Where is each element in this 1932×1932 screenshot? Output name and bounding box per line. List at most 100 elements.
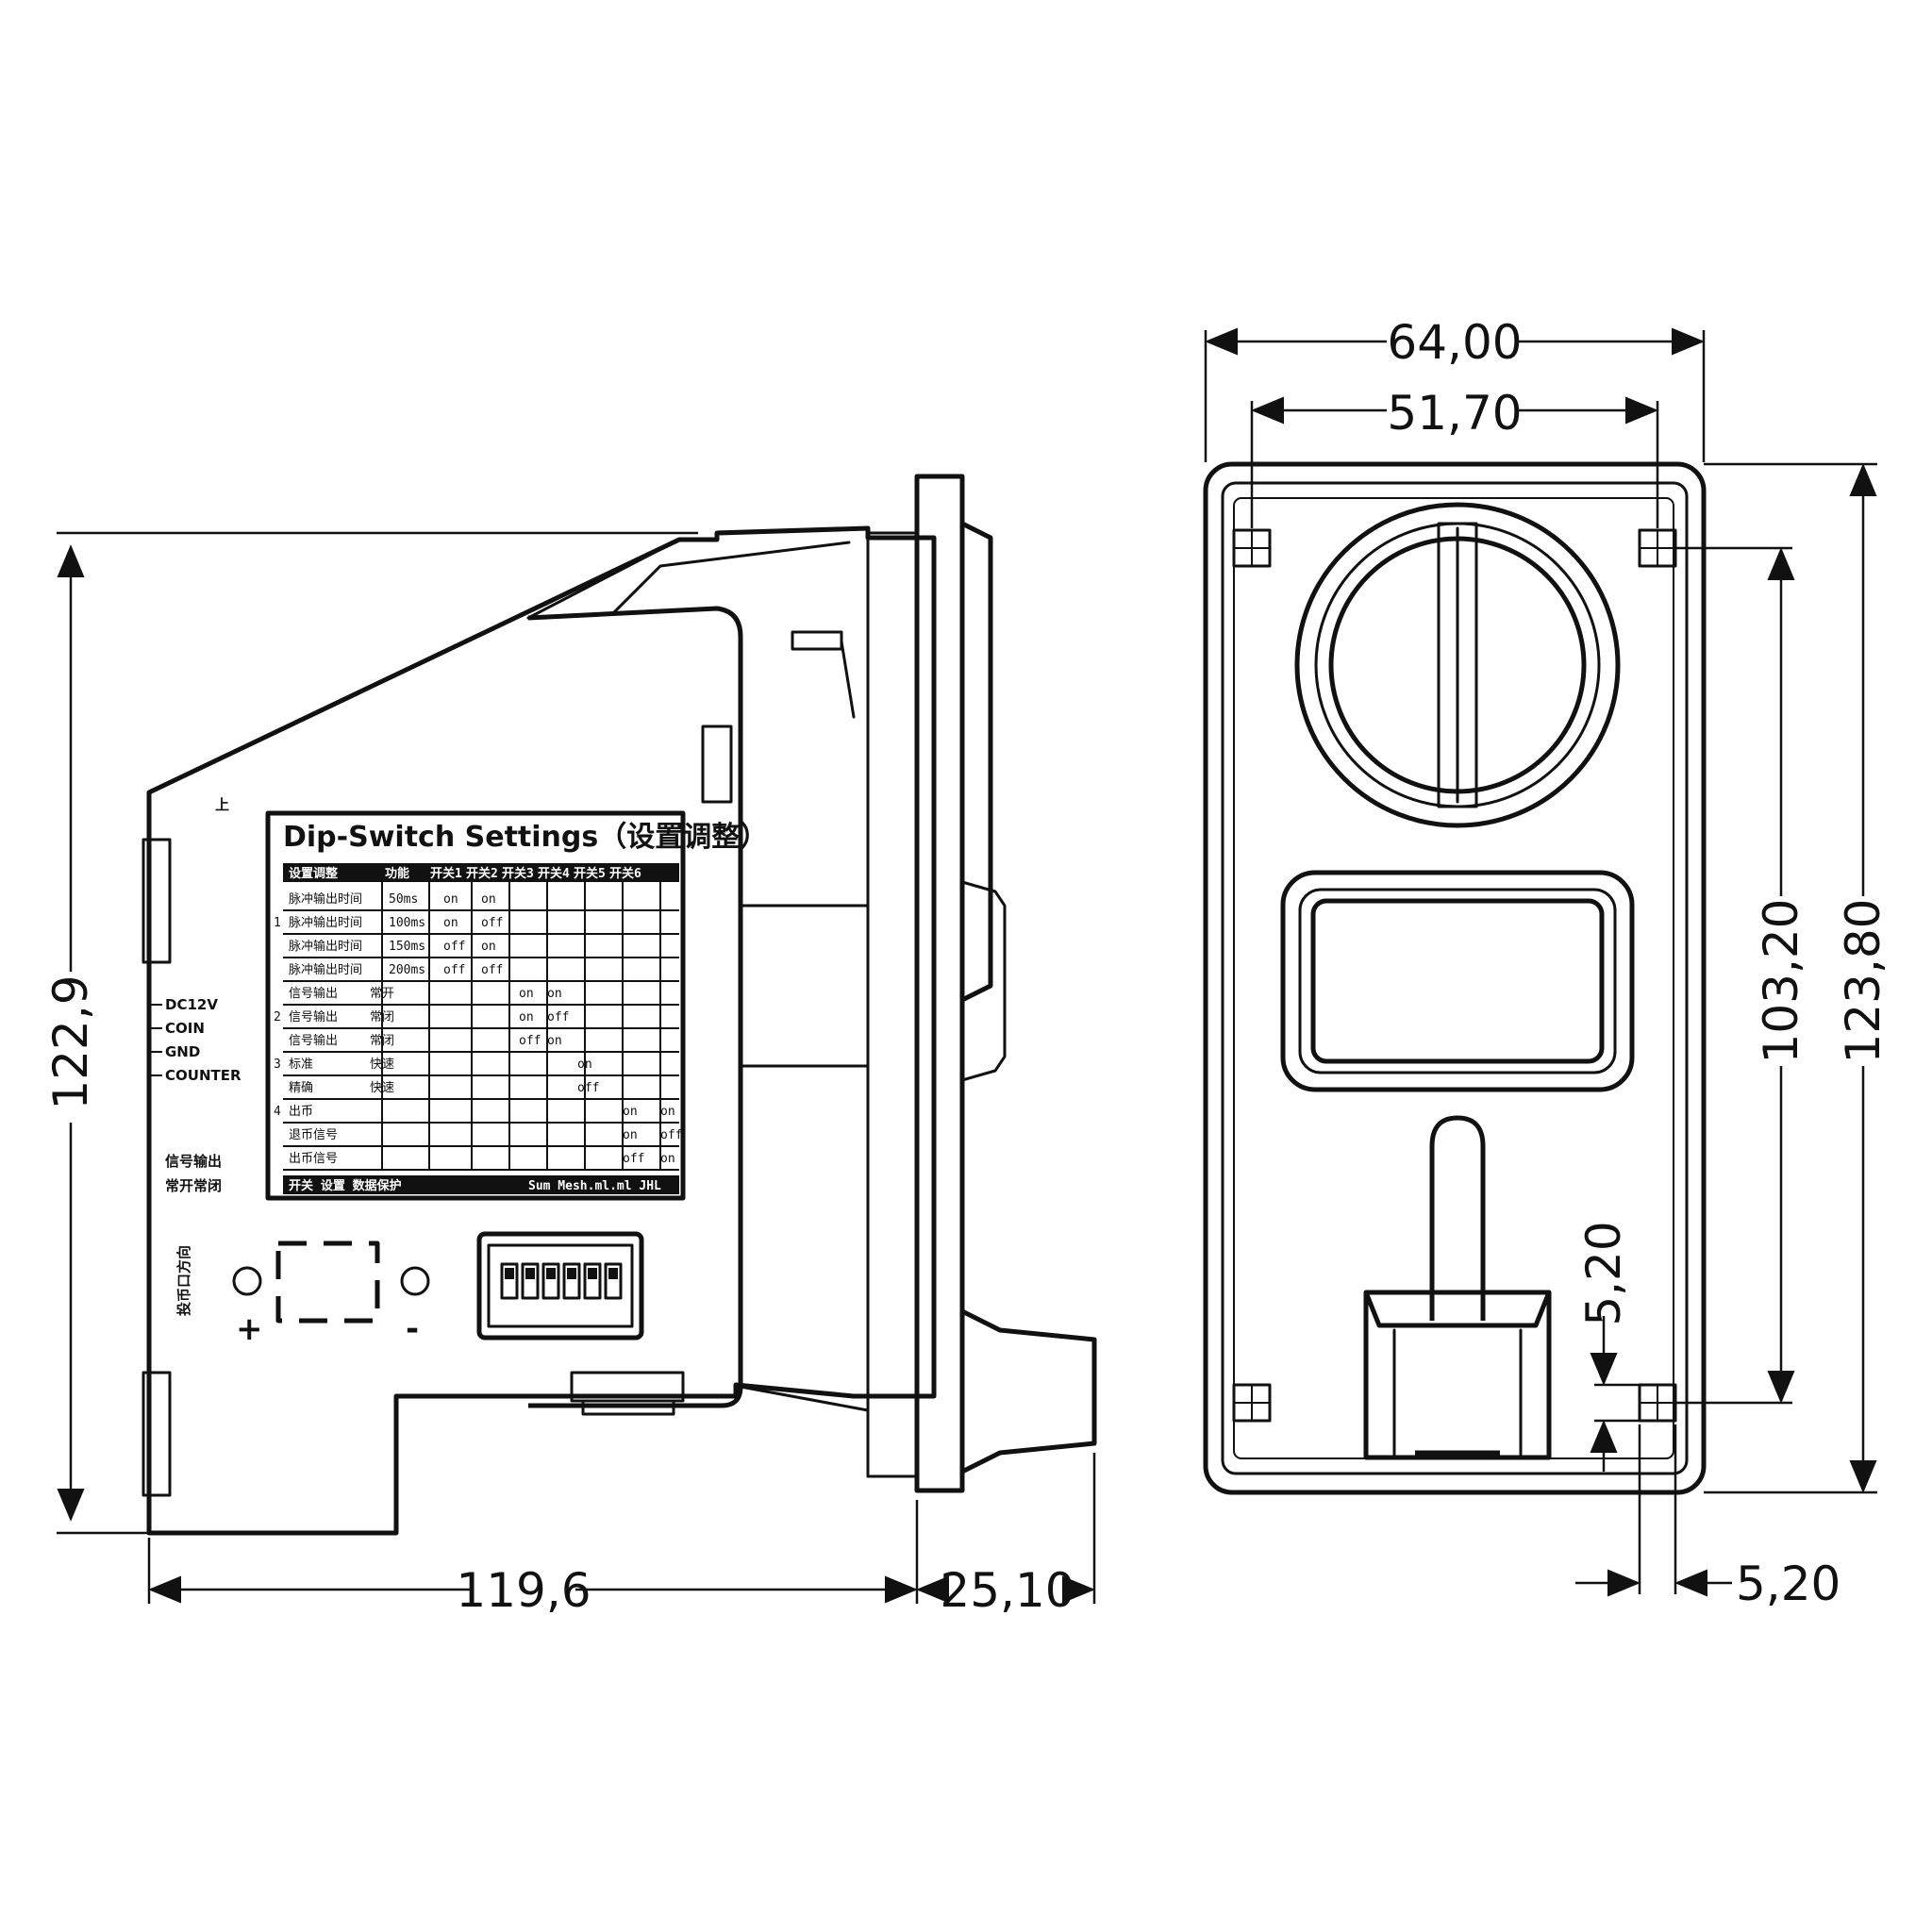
top-lever: [791, 630, 843, 651]
dip-switch-knob: [588, 1268, 597, 1279]
dip-switch-block: [476, 1231, 644, 1341]
dip-switch-key[interactable]: [541, 1262, 560, 1300]
label-group-number: 2: [274, 1010, 281, 1024]
dip-switch-key[interactable]: [562, 1262, 581, 1300]
label-cell: off: [519, 1034, 541, 1048]
knob-front: [960, 880, 1007, 1082]
pin-label-coin: COIN: [165, 1020, 205, 1037]
label-cell: 100ms: [389, 916, 425, 930]
dip-switch-knob: [505, 1268, 514, 1279]
label-cell: on: [443, 916, 458, 930]
mount-hole-tl: [1232, 528, 1272, 568]
label-cell: on: [547, 1034, 562, 1048]
dim-side-length: 119,6: [147, 1500, 919, 1618]
label-cell: on: [623, 1105, 638, 1119]
label-cell: 精确: [289, 1081, 313, 1095]
dim-front-height-outer-text: 123,80: [1836, 899, 1890, 1064]
label-header-cell: 功能: [385, 866, 409, 881]
front-view: 64,00 51,70 123,80 103,20: [1203, 311, 1891, 1611]
label-cell: 信号输出: [289, 1033, 338, 1048]
coin-chute: [960, 1308, 1097, 1474]
label-cell: 退币信号: [289, 1128, 338, 1142]
label-cell: 出币信号: [289, 1152, 338, 1166]
pcb-side-tab: [701, 724, 733, 804]
label-cell: 脉冲输出时间: [289, 915, 362, 930]
minus-label: -: [406, 1310, 419, 1348]
plus-label: +: [236, 1310, 263, 1348]
label-footer-right: Sum Mesh.ml.ml JHL: [528, 1179, 661, 1193]
dim-front-height-outer: 123,80: [1704, 462, 1891, 1494]
label-cell: on: [519, 1010, 534, 1024]
label-header-cell: 开关4: [538, 866, 570, 881]
top-lever-arm: [840, 640, 856, 719]
pin-label-counter: COUNTER: [165, 1067, 242, 1084]
label-cell: on: [443, 892, 458, 907]
label-cell: 脉冲输出时间: [289, 939, 362, 954]
dip-switch-key[interactable]: [583, 1262, 602, 1300]
mount-hole-tr: [1638, 528, 1677, 568]
dip-switch-knob: [608, 1268, 618, 1279]
label-cell: 信号输出: [289, 1009, 338, 1024]
label-cell: off: [443, 963, 465, 977]
left-clip-top: [142, 838, 172, 964]
label-cell: 信号输出: [289, 986, 338, 1001]
side-top-rib-2: [611, 541, 851, 615]
label-header-cell: 开关2: [466, 866, 498, 881]
dim-side-depth-text: 25,10: [940, 1563, 1074, 1618]
dim-hole-horizontal: 5,20: [1575, 1424, 1840, 1611]
label-cell: 脉冲输出时间: [289, 962, 362, 977]
label-group-number: 3: [274, 1058, 281, 1072]
label-group-number: 1: [274, 916, 281, 930]
label-header-cell: 开关1: [430, 866, 462, 881]
side-label-nonc: 常开常闭: [165, 1177, 222, 1194]
dip-switch-key[interactable]: [500, 1262, 519, 1300]
sensor-window: [275, 1241, 380, 1324]
dim-front-width-outer: 64,00: [1204, 311, 1706, 462]
side-bottom-edge: [739, 1385, 870, 1412]
label-footer-bar: [283, 1175, 679, 1194]
label-cell: off: [481, 916, 503, 930]
dim-front-height-inner: 103,20: [1675, 546, 1809, 1405]
label-group-number: 4: [274, 1105, 281, 1119]
label-cell: 50ms: [389, 892, 418, 907]
side-top-rib: [526, 538, 681, 620]
dim-side-height: 122,9: [42, 531, 698, 1535]
dip-switch-knob: [567, 1268, 576, 1279]
label-cell: off: [481, 963, 503, 977]
mount-hole-bl: [1232, 1383, 1272, 1423]
pin-label-dc12v: DC12V: [165, 996, 218, 1013]
dip-switch-key[interactable]: [604, 1262, 623, 1300]
flange-lip: [960, 521, 993, 1003]
dim-front-height-inner-text: 103,20: [1754, 899, 1808, 1064]
dim-front-width-outer-text: 64,00: [1387, 315, 1522, 370]
label-cell: on: [547, 987, 562, 1001]
mount-hole-br: [1638, 1383, 1677, 1423]
dim-front-width-inner: 51,70: [1250, 382, 1659, 528]
label-header-cell: 开关6: [609, 866, 641, 881]
coin-insert-ring: [1294, 502, 1621, 828]
flange-inner-block: [866, 531, 919, 1478]
label-cell: 出币: [289, 1105, 313, 1119]
coin-return: [1363, 1115, 1552, 1460]
dim-hole-vertical: 5,20: [1576, 1221, 1640, 1472]
front-flange: [914, 474, 965, 1493]
front-plate-outer: [1203, 461, 1707, 1495]
label-cell: 标准: [289, 1058, 313, 1072]
label-cell: off: [623, 1152, 644, 1166]
dim-side-depth: 25,10: [916, 1453, 1096, 1618]
reject-window: [1280, 870, 1635, 1092]
pcb-board: [527, 606, 743, 1408]
dip-switch-key[interactable]: [521, 1262, 540, 1300]
label-cell: 200ms: [389, 963, 425, 977]
dim-side-length-text: 119,6: [456, 1563, 591, 1618]
bottom-connector-lip: [581, 1399, 675, 1416]
label-cell: off: [577, 1081, 599, 1095]
dim-side-height-text: 122,9: [43, 974, 98, 1109]
label-header-cell: 开关5: [574, 866, 606, 881]
label-cell: off: [660, 1128, 682, 1142]
minus-terminal: [400, 1266, 430, 1296]
label-cell: off: [443, 940, 465, 954]
vertical-mark: 投币口方向: [175, 1245, 192, 1316]
dim-hole-horizontal-text: 5,20: [1736, 1557, 1840, 1611]
